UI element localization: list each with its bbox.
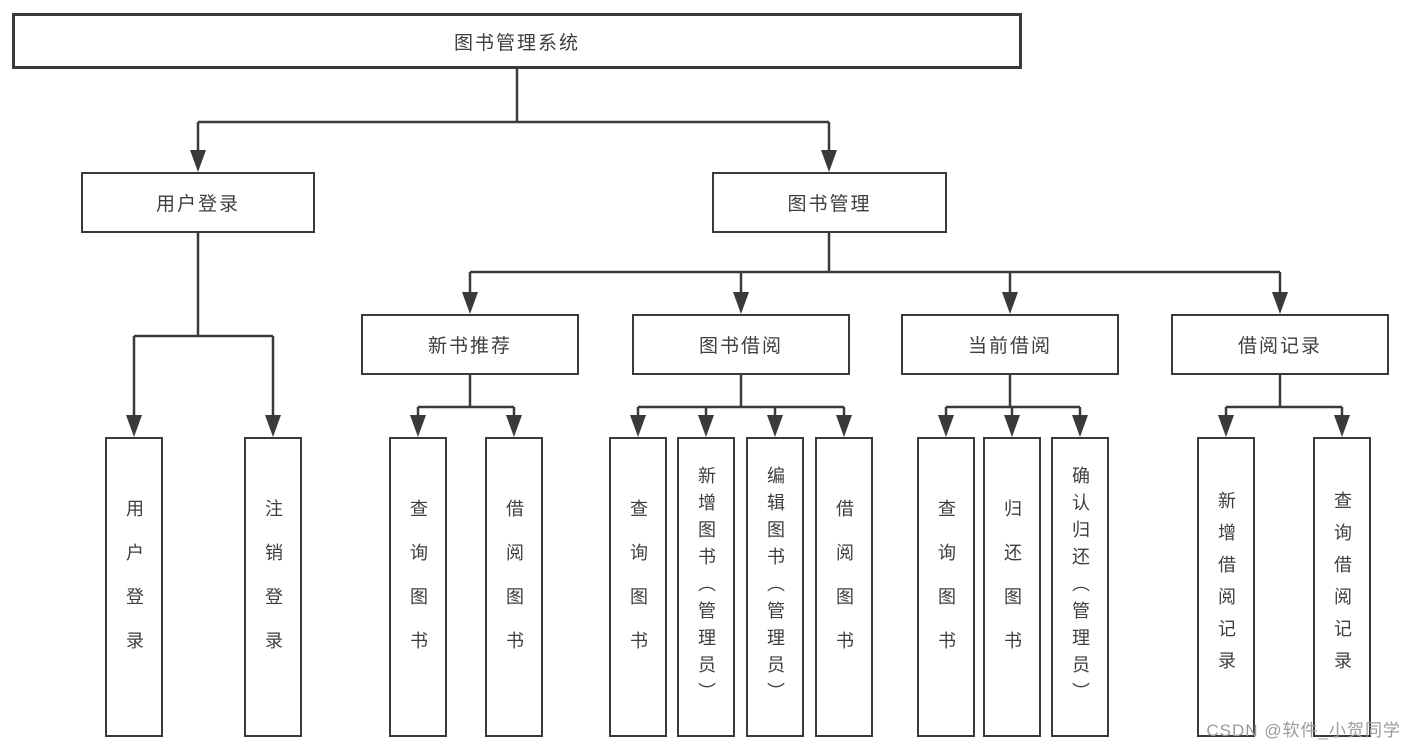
node-label: 图书管理 <box>787 194 872 215</box>
node-label: 归还图书 <box>1002 499 1022 675</box>
leaf-borrowing-add-books-admin: 新增图书（管理员） <box>677 437 735 737</box>
leaf-borrowing-query-books: 查询图书 <box>609 437 667 737</box>
node-label: 新增借阅记录 <box>1216 491 1236 683</box>
node-label: 确认归还（管理员） <box>1070 465 1090 709</box>
node-label: 图书借阅 <box>698 336 783 357</box>
node-label: 新书推荐 <box>427 336 512 357</box>
node-label: 用户登录 <box>155 194 240 215</box>
node-new-book-recommend: 新书推荐 <box>361 314 579 375</box>
leaf-current-return-books: 归还图书 <box>983 437 1041 737</box>
leaf-records-add-record: 新增借阅记录 <box>1197 437 1255 737</box>
node-book-borrowing: 图书借阅 <box>632 314 850 375</box>
leaf-current-confirm-return-admin: 确认归还（管理员） <box>1051 437 1109 737</box>
node-label: 查询图书 <box>408 499 428 675</box>
node-label: 借阅图书 <box>834 499 854 675</box>
leaf-borrowing-borrow-books: 借阅图书 <box>815 437 873 737</box>
node-label: 查询图书 <box>936 499 956 675</box>
node-label: 借阅图书 <box>504 499 524 675</box>
node-label: 注销登录 <box>263 499 283 675</box>
node-user-login-branch: 用户登录 <box>81 172 315 233</box>
leaf-recommend-borrow-books: 借阅图书 <box>485 437 543 737</box>
node-current-borrowing: 当前借阅 <box>901 314 1119 375</box>
leaf-logout: 注销登录 <box>244 437 302 737</box>
node-book-management-branch: 图书管理 <box>712 172 947 233</box>
leaf-records-query-record: 查询借阅记录 <box>1313 437 1371 737</box>
node-label: 当前借阅 <box>967 336 1052 357</box>
node-label: 图书管理系统 <box>453 32 580 54</box>
node-label: 编辑图书（管理员） <box>765 465 785 709</box>
node-library-management-system: 图书管理系统 <box>12 13 1022 69</box>
leaf-borrowing-edit-books-admin: 编辑图书（管理员） <box>746 437 804 737</box>
node-label: 查询图书 <box>628 499 648 675</box>
node-label: 查询借阅记录 <box>1332 491 1352 683</box>
node-borrow-records: 借阅记录 <box>1171 314 1389 375</box>
leaf-recommend-query-books: 查询图书 <box>389 437 447 737</box>
leaf-user-login: 用户登录 <box>105 437 163 737</box>
node-label: 用户登录 <box>124 499 144 675</box>
node-label: 新增图书（管理员） <box>696 465 716 709</box>
leaf-current-query-books: 查询图书 <box>917 437 975 737</box>
node-label: 借阅记录 <box>1237 336 1322 357</box>
csdn-watermark: CSDN @软件_小贺同学 <box>1206 721 1401 740</box>
